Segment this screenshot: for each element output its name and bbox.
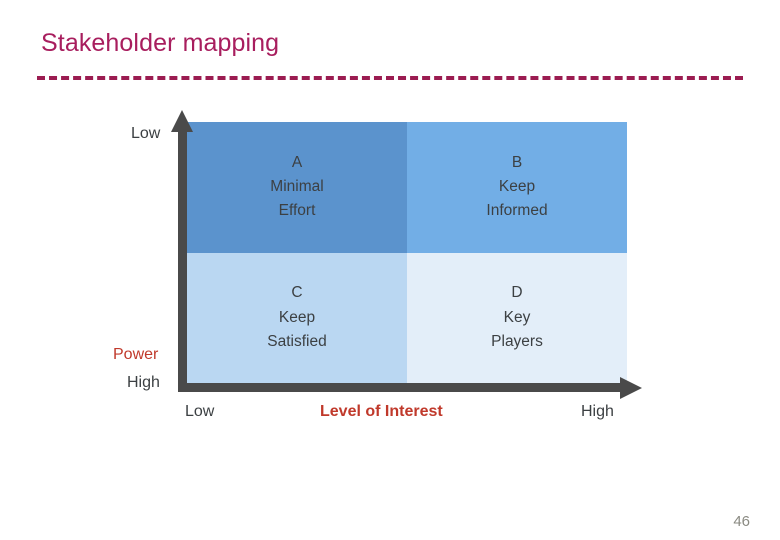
quadrant-a-line1: Minimal <box>270 178 324 195</box>
x-axis-tick-high: High <box>581 403 614 420</box>
quadrant-b-line2: Informed <box>486 202 548 220</box>
quadrant-d-line2: Players <box>491 332 543 350</box>
arrow-right-icon <box>620 377 642 399</box>
arrow-up-icon <box>171 110 193 132</box>
quadrant-c-letter: C <box>291 284 303 302</box>
x-axis-label: Level of Interest <box>320 403 443 420</box>
x-axis-tick-low: Low <box>185 403 215 420</box>
quadrant-c-line2: Satisfied <box>267 332 327 350</box>
title-divider <box>37 76 743 80</box>
matrix-grid: A Minimal Effort B Keep Informed C Keep … <box>187 122 627 383</box>
y-axis-line <box>178 130 187 383</box>
y-axis-tick-low: Low <box>131 125 161 142</box>
quadrant-a-letter: A <box>291 153 303 171</box>
quadrant-b-letter: B <box>511 153 523 171</box>
quadrant-d[interactable]: D Key Players <box>407 252 627 383</box>
quadrant-d-line1: Key <box>503 308 531 326</box>
quadrant-a[interactable]: A Minimal Effort <box>187 122 407 253</box>
quadrant-c-line1: Keep <box>278 308 316 326</box>
y-axis-label: Power <box>113 346 159 363</box>
quadrant-d-letter: D <box>511 284 523 302</box>
stakeholder-matrix-chart: A Minimal Effort B Keep Informed C Keep … <box>0 100 780 440</box>
quadrant-c[interactable]: C Keep Satisfied <box>187 252 407 383</box>
quadrant-a-line2: Effort <box>278 202 316 220</box>
page-title: Stakeholder mapping <box>41 29 280 57</box>
quadrant-b-line1: Keep <box>498 178 536 195</box>
page-number: 46 <box>733 513 750 530</box>
y-axis-tick-high: High <box>127 374 160 391</box>
quadrant-b[interactable]: B Keep Informed <box>407 122 627 253</box>
x-axis-line <box>178 383 622 392</box>
